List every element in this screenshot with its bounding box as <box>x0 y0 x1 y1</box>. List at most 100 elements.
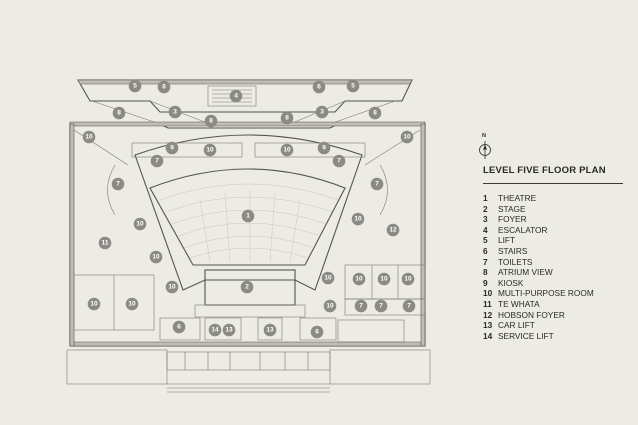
room-marker: 13 <box>263 323 277 337</box>
legend-item: 6 STAIRS <box>483 246 633 257</box>
svg-text:10: 10 <box>324 275 332 282</box>
legend-label: SERVICE LIFT <box>498 330 554 341</box>
svg-text:7: 7 <box>379 303 383 310</box>
legend-divider <box>483 183 623 184</box>
room-marker: 8 <box>112 106 126 120</box>
north-label: N <box>482 133 486 139</box>
svg-text:10: 10 <box>128 301 136 308</box>
room-marker: 3 <box>168 105 182 119</box>
room-marker: 10 <box>87 297 101 311</box>
svg-text:10: 10 <box>404 276 412 283</box>
svg-text:6: 6 <box>317 84 321 91</box>
legend-label: MULTI-PURPOSE ROOM <box>498 288 594 299</box>
north-compass: N <box>476 133 496 161</box>
room-marker: 6 <box>310 325 324 339</box>
room-marker: 6 <box>312 80 326 94</box>
svg-text:6: 6 <box>162 84 166 91</box>
room-marker: 7 <box>374 299 388 313</box>
room-marker: 10 <box>82 130 96 144</box>
svg-text:10: 10 <box>354 216 362 223</box>
legend-item: 11 TE WHATA <box>483 299 633 310</box>
svg-text:7: 7 <box>407 303 411 310</box>
room-marker: 10 <box>401 272 415 286</box>
room-marker: 10 <box>125 297 139 311</box>
svg-text:14: 14 <box>211 327 219 334</box>
svg-text:10: 10 <box>168 284 176 291</box>
legend-number: 11 <box>483 298 492 309</box>
svg-text:11: 11 <box>102 240 109 247</box>
room-marker: 10 <box>149 250 163 264</box>
svg-text:8: 8 <box>373 110 377 117</box>
svg-text:10: 10 <box>355 276 363 283</box>
svg-text:10: 10 <box>90 301 98 308</box>
svg-text:5: 5 <box>133 83 137 90</box>
room-marker: 8 <box>368 106 382 120</box>
room-marker: 10 <box>352 272 366 286</box>
svg-text:7: 7 <box>359 303 363 310</box>
side-rooms <box>73 129 426 343</box>
room-marker: 9 <box>165 141 179 155</box>
legend-number: 13 <box>483 320 493 331</box>
legend-number: 12 <box>483 309 493 320</box>
room-marker: 2 <box>240 280 254 294</box>
compass-icon <box>479 141 491 159</box>
room-marker: 10 <box>400 130 414 144</box>
room-marker: 6 <box>172 320 186 334</box>
svg-text:12: 12 <box>389 227 397 234</box>
svg-text:3: 3 <box>320 109 324 116</box>
room-marker: 7 <box>150 154 164 168</box>
room-marker: 10 <box>323 299 337 313</box>
svg-text:8: 8 <box>209 118 213 125</box>
svg-text:7: 7 <box>155 158 159 165</box>
room-marker: 7 <box>332 154 346 168</box>
room-marker: 4 <box>229 89 243 103</box>
room-marker: 14 <box>208 323 222 337</box>
legend-number: 6 <box>483 245 488 256</box>
room-marker: 5 <box>346 79 360 93</box>
room-marker: 11 <box>98 236 112 250</box>
upper-atrium <box>77 79 413 125</box>
legend-label: STAIRS <box>498 245 528 256</box>
room-marker: 10 <box>351 212 365 226</box>
room-marker: 1 <box>241 209 255 223</box>
room-marker: 7 <box>111 177 125 191</box>
room-marker: 9 <box>317 141 331 155</box>
legend-title: LEVEL FIVE FLOOR PLAN <box>483 165 606 176</box>
svg-text:7: 7 <box>116 181 120 188</box>
svg-text:5: 5 <box>351 83 355 90</box>
legend-label: LIFT <box>498 235 516 246</box>
svg-text:10: 10 <box>283 147 291 154</box>
svg-text:13: 13 <box>266 327 274 334</box>
stage-area <box>194 269 306 318</box>
lower-service-band <box>66 349 431 393</box>
room-marker: 8 <box>204 114 218 128</box>
room-marker: 7 <box>370 177 384 191</box>
legend-label: ATRIUM VIEW <box>498 267 553 278</box>
room-marker: 10 <box>321 271 335 285</box>
room-marker: 10 <box>377 272 391 286</box>
svg-text:4: 4 <box>234 93 238 100</box>
svg-text:2: 2 <box>245 284 249 291</box>
legend-number: 14 <box>483 330 493 341</box>
room-marker: 10 <box>280 143 294 157</box>
svg-text:10: 10 <box>380 276 388 283</box>
room-marker: 12 <box>386 223 400 237</box>
legend-label: STAGE <box>498 203 526 214</box>
legend-number: 7 <box>483 256 488 267</box>
svg-text:10: 10 <box>206 147 214 154</box>
legend-label: TE WHATA <box>498 298 540 309</box>
room-marker: 10 <box>165 280 179 294</box>
legend-number: 1 <box>483 193 488 203</box>
svg-text:9: 9 <box>322 145 326 152</box>
